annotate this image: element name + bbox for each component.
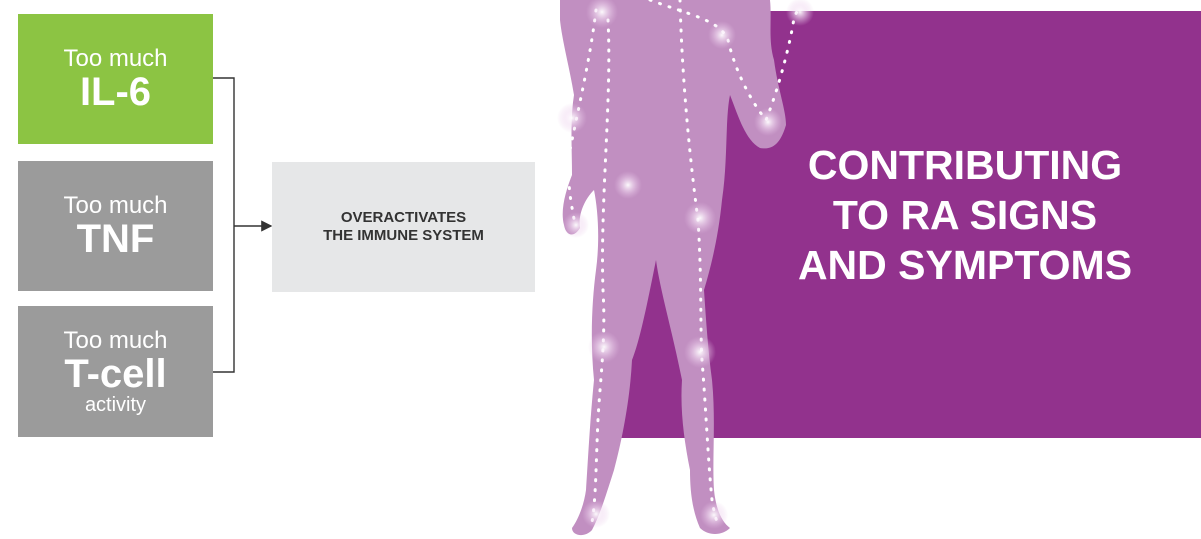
joint-glow-right-shoulder (708, 21, 736, 49)
joint-glow-left-elbow (557, 103, 587, 133)
joint-glow-hip (614, 171, 642, 199)
joint-glow-left-wrist (563, 212, 589, 238)
tcell-post-label: activity (84, 393, 147, 416)
overactivates-box: OVERACTIVATES THE IMMUNE SYSTEM (272, 162, 535, 292)
joint-glow-right-ankle (700, 501, 728, 529)
joint-glow-right-hand (786, 0, 814, 26)
joint-glow-left-shoulder (586, 0, 618, 28)
tcell-pre-label: Too much (63, 326, 168, 354)
joint-glow-right-elbow (754, 108, 782, 136)
il6-pre-label: Too much (63, 45, 168, 72)
headline-line2: TO RA SIGNS (832, 192, 1098, 238)
body-silhouette (560, 0, 786, 536)
headline-line1: CONTRIBUTING (807, 142, 1123, 188)
tnf-pre-label: Too much (63, 192, 168, 219)
tcell-box: Too much T-cell activity (18, 306, 213, 437)
joint-glow-right-knee (684, 336, 716, 368)
joint-glow-left-ankle (582, 500, 610, 528)
dotted-line-left-arm (567, 8, 598, 227)
bracket-line (213, 77, 235, 373)
tcell-main-label: T-cell (64, 351, 167, 396)
tnf-main-label: TNF (76, 217, 155, 261)
center-line2: THE IMMUNE SYSTEM (323, 227, 484, 244)
headline-line3: AND SYMPTOMS (797, 242, 1133, 288)
joint-glow-left-knee (588, 331, 620, 363)
headline: CONTRIBUTING TO RA SIGNS AND SYMPTOMS (740, 140, 1190, 290)
joint-glow-right-hip (684, 202, 716, 234)
il6-box: Too much IL-6 (18, 14, 213, 144)
center-line1: OVERACTIVATES (340, 209, 467, 226)
il6-main-label: IL-6 (79, 70, 152, 114)
dotted-line-left-leg (590, 18, 611, 524)
tnf-box: Too much TNF (18, 161, 213, 291)
